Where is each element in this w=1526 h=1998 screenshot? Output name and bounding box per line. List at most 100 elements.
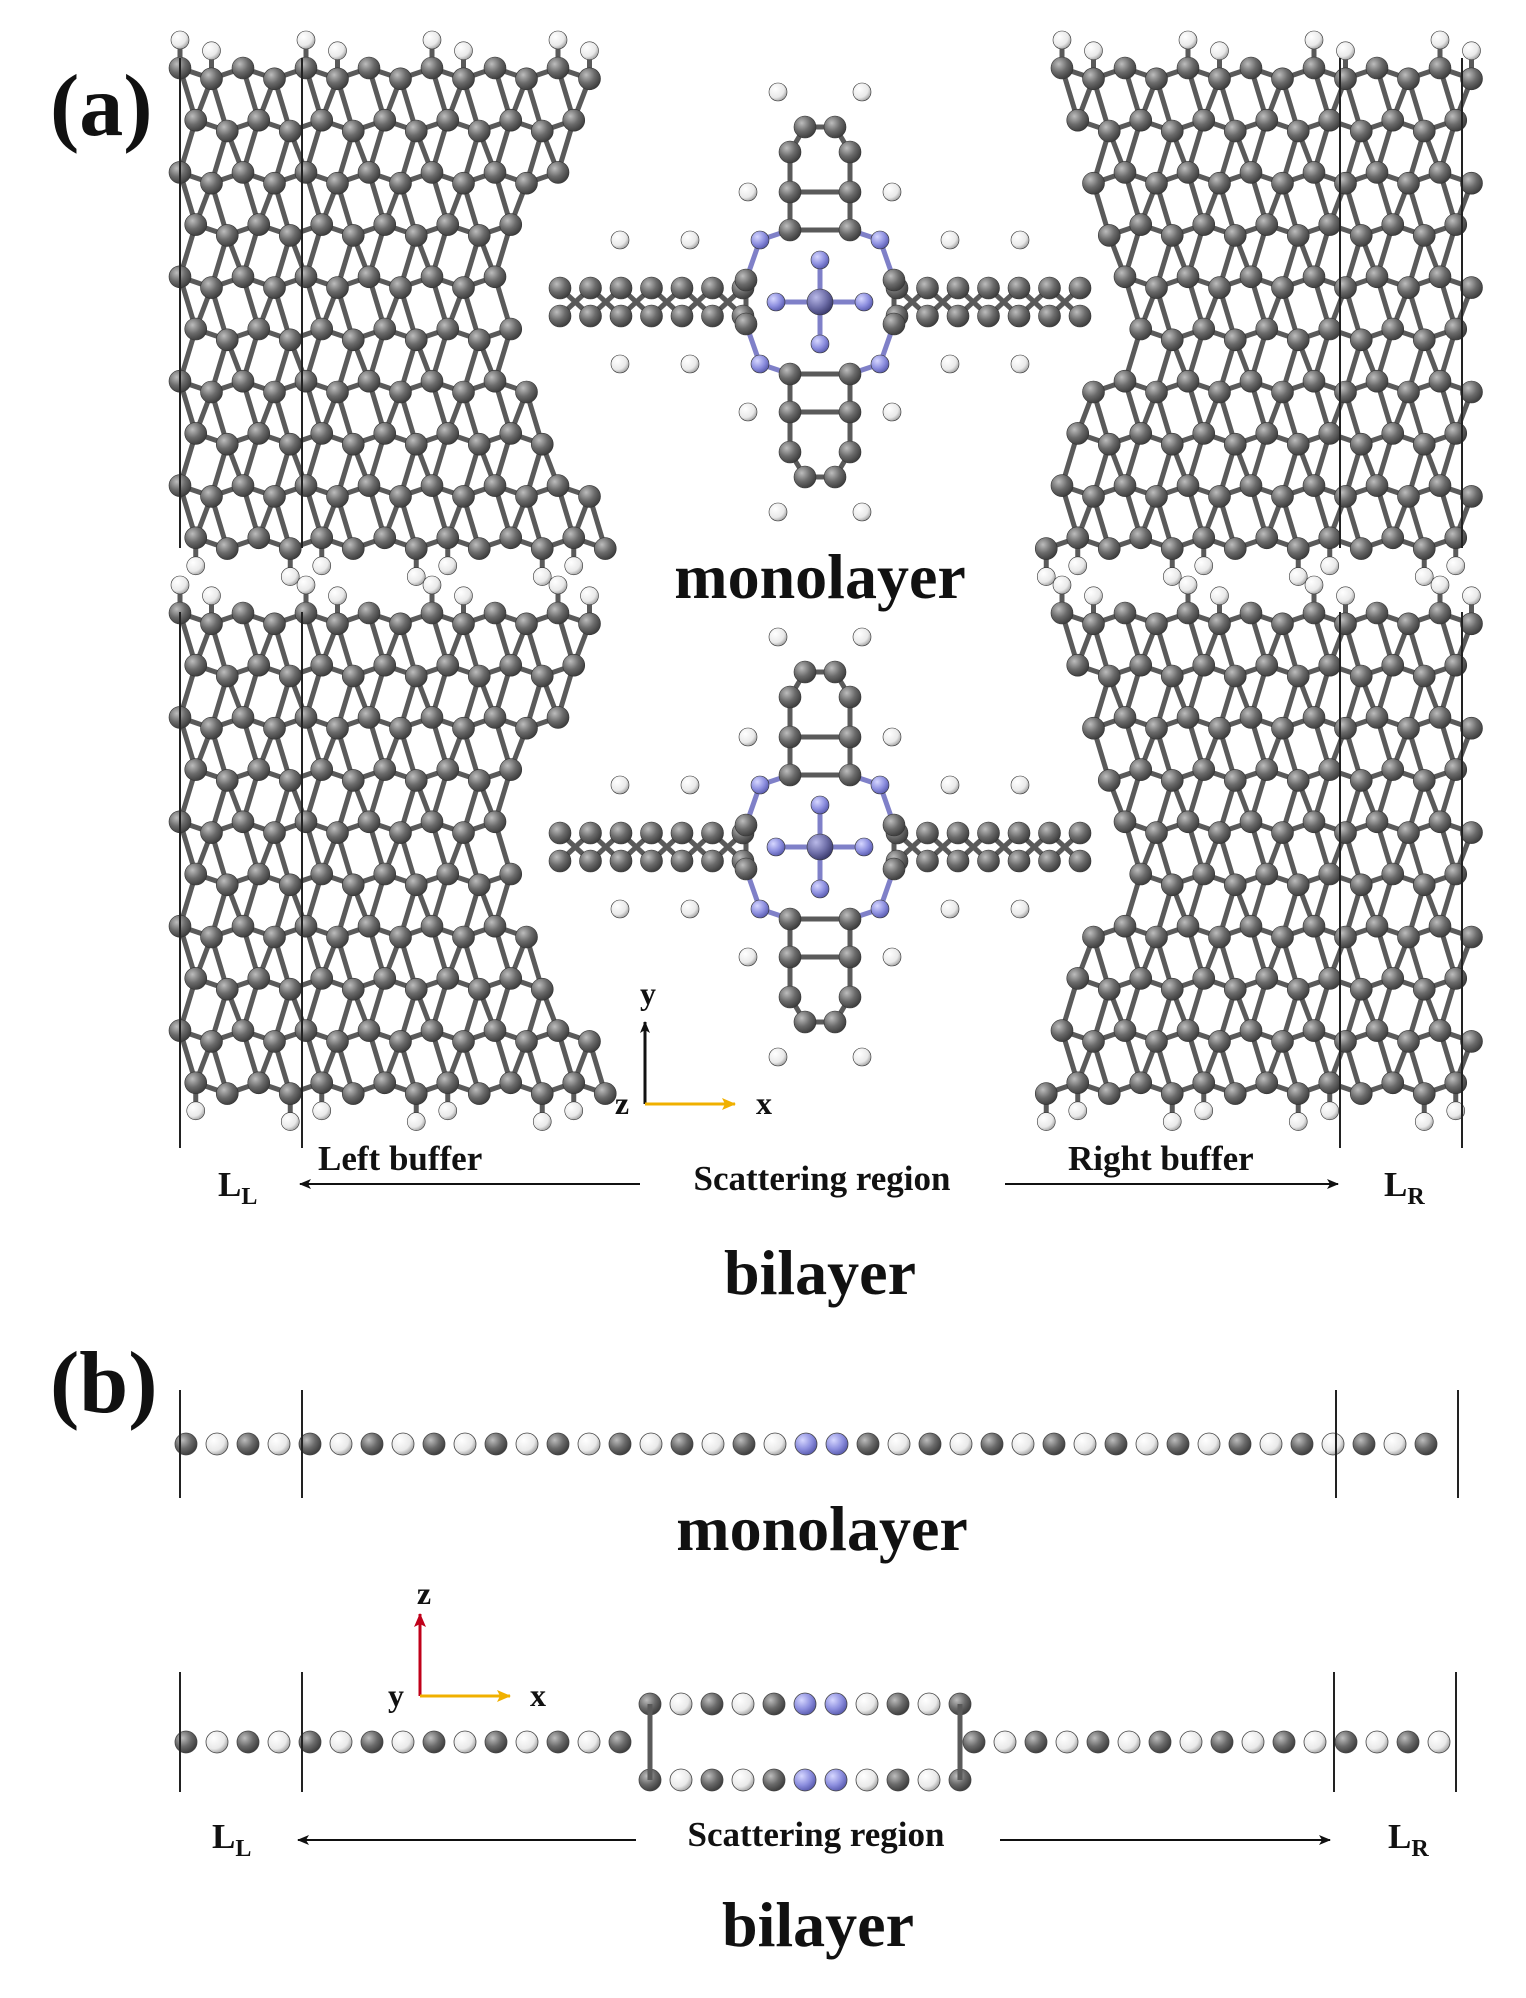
hydrogen-atom [940, 899, 960, 919]
carbon-atom [499, 317, 523, 341]
panel-b-monolayer-caption: monolayer [676, 1493, 968, 1564]
carbon-atom [732, 1432, 756, 1456]
carbon-atom [247, 422, 271, 445]
carbon-atom [1166, 1432, 1190, 1456]
carbon-atom [215, 977, 239, 1001]
carbon-atom [247, 317, 271, 341]
carbon-atom [452, 67, 475, 91]
carbon-atom [546, 706, 570, 729]
carbon-atom [436, 526, 460, 550]
hydrogen-atom [564, 556, 584, 576]
left-lead-label-b: LL [212, 1817, 251, 1862]
hydrogen-atom [328, 41, 347, 61]
carbon-atom [1397, 716, 1420, 740]
carbon-atom [1349, 664, 1373, 688]
carbon-atom [1192, 862, 1216, 886]
carbon-atom [499, 967, 523, 990]
carbon-atom [184, 317, 208, 341]
carbon-atom [420, 369, 444, 393]
carbon-atom [1349, 328, 1373, 352]
hydrogen-atom [610, 775, 630, 795]
carbon-atom [1286, 769, 1310, 792]
carbon-atom [1176, 810, 1200, 834]
carbon-atom [499, 422, 523, 445]
carbon-atom [1302, 706, 1326, 729]
carbon-atom [1365, 161, 1389, 184]
hydrogen-atom [422, 30, 442, 50]
carbon-atom [1381, 526, 1405, 550]
carbon-atom [231, 1019, 255, 1042]
carbon-atom [215, 1082, 239, 1105]
hydrogen-atom [454, 586, 473, 606]
carbon-atom [1192, 422, 1216, 445]
carbon-atom [278, 769, 302, 792]
hydrogen-atom [882, 402, 902, 422]
carbon-atom [1381, 317, 1405, 341]
carbon-atom [946, 849, 970, 873]
carbon-atom [1334, 67, 1357, 91]
hydrogen-atom [1430, 575, 1450, 595]
carbon-atom [562, 1071, 586, 1095]
carbon-atom [1444, 758, 1468, 781]
carbon-atom [546, 1730, 570, 1754]
carbon-atom [1318, 758, 1342, 781]
carbon-atom [548, 849, 572, 873]
x-axis-label: x [756, 1085, 772, 1121]
carbon-atom [1086, 1730, 1110, 1754]
carbon-atom [1302, 161, 1326, 184]
carbon-atom [578, 67, 601, 91]
carbon-atom [793, 465, 817, 489]
carbon-atom [734, 857, 758, 881]
carbon-atom [1192, 758, 1216, 781]
carbon-atom [1038, 276, 1061, 300]
carbon-atom [1050, 474, 1074, 497]
carbon-atom [1192, 967, 1216, 990]
carbon-atom [1381, 862, 1405, 886]
carbon-atom [373, 317, 397, 341]
carbon-atom [420, 1019, 444, 1042]
carbon-atom [838, 140, 862, 164]
carbon-atom [467, 873, 491, 897]
carbon-atom [838, 725, 862, 749]
carbon-atom [1255, 1071, 1279, 1095]
hydrogen-atom [548, 575, 568, 595]
carbon-atom [762, 1768, 786, 1792]
carbon-atom [1444, 422, 1468, 445]
hydrogen-atom [548, 30, 568, 50]
carbon-atom [1302, 56, 1326, 80]
hydrogen-atom [391, 1730, 415, 1754]
carbon-atom [483, 1019, 507, 1042]
carbon-atom [357, 369, 381, 393]
carbon-atom [436, 653, 460, 677]
carbon-atom [1381, 422, 1405, 445]
hydrogen-atom [1073, 1432, 1097, 1456]
carbon-atom [341, 328, 365, 352]
carbon-atom [1160, 537, 1184, 560]
carbon-atom [1444, 317, 1468, 341]
carbon-atom [1129, 758, 1153, 781]
carbon-atom [946, 276, 970, 300]
carbon-atom [530, 664, 554, 688]
carbon-atom [467, 537, 491, 560]
carbon-atom [1113, 56, 1137, 80]
carbon-atom [1334, 276, 1357, 299]
carbon-atom [515, 716, 538, 740]
carbon-atom [263, 380, 286, 404]
carbon-atom [326, 276, 349, 299]
carbon-atom [310, 317, 334, 341]
hydrogen-atom [1414, 1112, 1434, 1131]
carbon-atom [467, 769, 491, 792]
carbon-atom [1271, 716, 1294, 740]
carbon-atom [373, 213, 397, 236]
carbon-atom [247, 967, 271, 990]
carbon-atom [341, 873, 365, 897]
carbon-atom [436, 317, 460, 341]
hydrogen-atom [1010, 775, 1030, 795]
carbon-atom [1349, 977, 1373, 1001]
carbon-atom [1334, 1030, 1357, 1053]
carbon-atom [1097, 224, 1121, 247]
carbon-atom [1208, 925, 1231, 949]
carbon-atom [608, 1730, 632, 1754]
nitrogen-atom [750, 899, 770, 919]
carbon-atom [294, 1019, 318, 1042]
